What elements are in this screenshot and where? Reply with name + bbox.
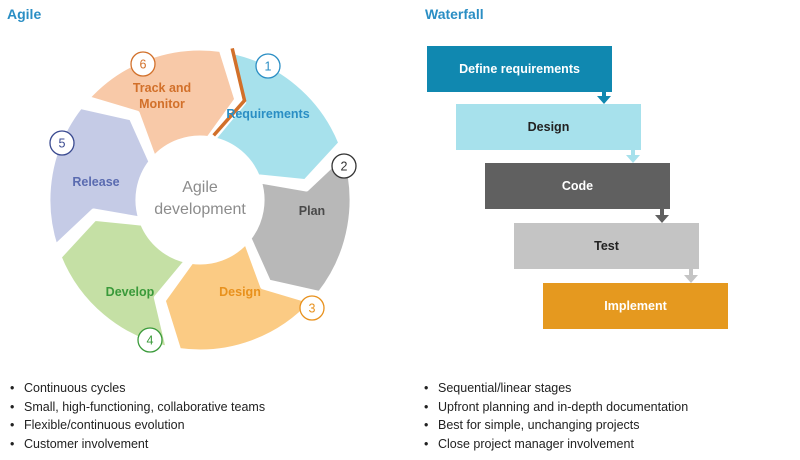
agile-bullet: Continuous cycles bbox=[6, 379, 265, 398]
phase-label: Release bbox=[72, 175, 119, 189]
phase-number: 2 bbox=[341, 160, 348, 174]
center-label: development bbox=[154, 201, 246, 218]
phase-number: 5 bbox=[59, 137, 66, 151]
phase-number-badge bbox=[137, 327, 163, 353]
waterfall-step: Implement bbox=[543, 283, 728, 329]
waterfall-arrow-head bbox=[597, 96, 611, 104]
waterfall-bullet: Best for simple, unchanging projects bbox=[420, 416, 688, 435]
waterfall-arrow-head bbox=[626, 155, 640, 163]
phase-number: 4 bbox=[147, 334, 154, 348]
waterfall-bullet: Sequential/linear stages bbox=[420, 379, 688, 398]
waterfall-step: Define requirements bbox=[427, 46, 612, 92]
center-circle bbox=[138, 138, 262, 262]
phase-number-badge bbox=[299, 295, 325, 321]
phase-label: Design bbox=[219, 285, 261, 299]
agile-bullet-list: Continuous cycles Small, high-functionin… bbox=[6, 379, 265, 453]
agile-bullet: Customer involvement bbox=[6, 435, 265, 454]
agile-bullet: Small, high-functioning, collaborative t… bbox=[6, 398, 265, 417]
waterfall-heading: Waterfall bbox=[425, 6, 484, 22]
waterfall-bullet-list: Sequential/linear stages Upfront plannin… bbox=[420, 379, 688, 453]
waterfall-step: Code bbox=[485, 163, 670, 209]
waterfall-arrow-head bbox=[655, 215, 669, 223]
waterfall-arrow-head bbox=[684, 275, 698, 283]
phase-label: Monitor bbox=[139, 97, 185, 111]
center-label: Agile bbox=[182, 179, 218, 196]
phase-number-badge bbox=[331, 153, 357, 179]
agile-bullet: Flexible/continuous evolution bbox=[6, 416, 265, 435]
waterfall-step: Design bbox=[456, 104, 641, 150]
phase-label: Plan bbox=[299, 204, 325, 218]
phase-label: Track and bbox=[133, 81, 191, 95]
phase-label: Requirements bbox=[226, 107, 309, 121]
waterfall-step: Test bbox=[514, 223, 699, 269]
waterfall-bullet: Close project manager involvement bbox=[420, 435, 688, 454]
phase-number: 3 bbox=[309, 302, 316, 316]
waterfall-connectors bbox=[597, 92, 698, 283]
phase-label: Develop bbox=[106, 285, 155, 299]
waterfall-bullet: Upfront planning and in-depth documentat… bbox=[420, 398, 688, 417]
phase-number: 6 bbox=[140, 58, 147, 72]
phase-number-badge bbox=[255, 53, 281, 79]
phase-number-badge bbox=[49, 130, 75, 156]
agile-heading: Agile bbox=[7, 6, 42, 22]
phase-number: 1 bbox=[265, 60, 272, 74]
track-monitor-accent-line bbox=[212, 47, 247, 137]
phase-number-badge bbox=[130, 51, 156, 77]
